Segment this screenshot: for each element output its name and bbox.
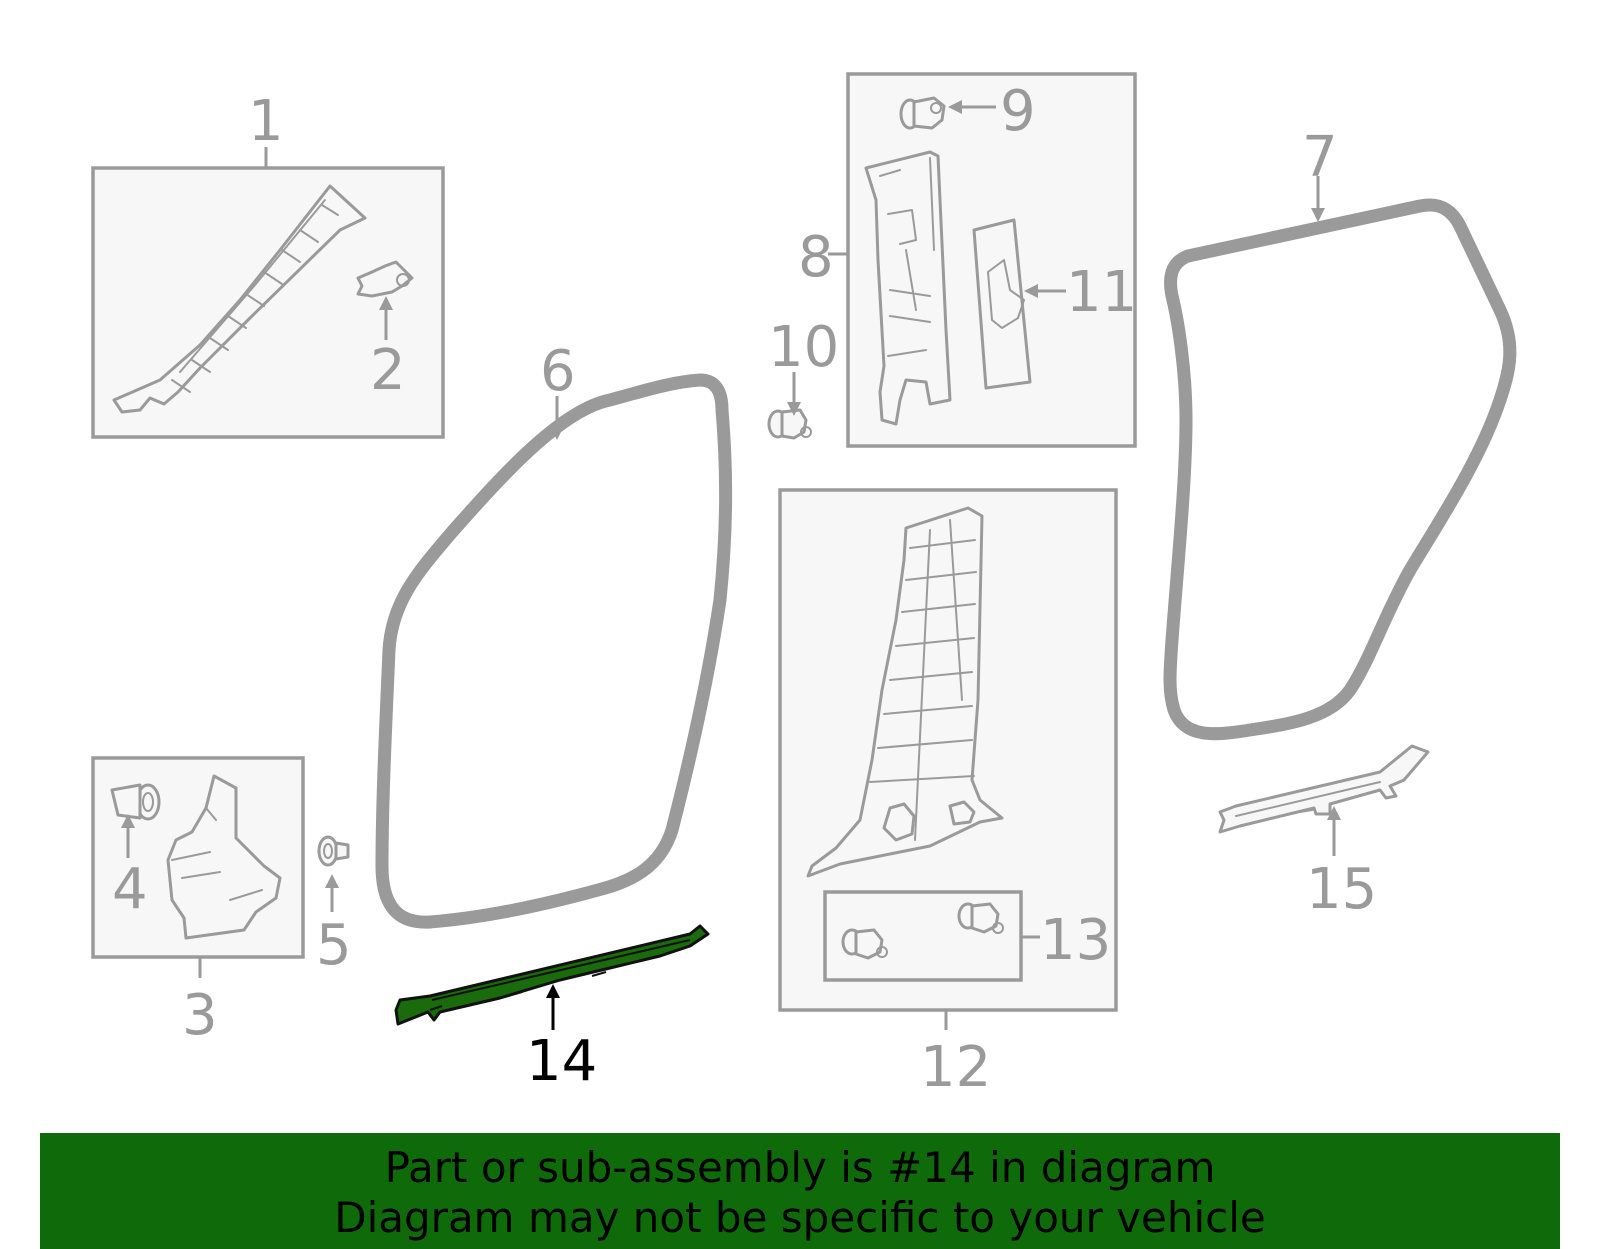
pillar-garnish-1 [112, 184, 367, 414]
banner-line-1: Part or sub-assembly is #14 in diagram [384, 1143, 1216, 1192]
callout-5[interactable]: 5 [316, 913, 352, 978]
callout-7[interactable]: 7 [1302, 125, 1338, 190]
garnish-plate-11 [972, 218, 1032, 390]
callout-1[interactable]: 1 [248, 89, 284, 154]
banner-line-2: Diagram may not be specific to your vehi… [334, 1193, 1266, 1242]
part-group-3[interactable]: 3 4 5 [91, 756, 352, 1048]
part-group-8[interactable]: 8 9 10 11 [767, 72, 1137, 448]
cowl-trim-3 [166, 774, 282, 940]
part-group-14[interactable]: 14 [394, 924, 710, 1094]
weatherstrip-6 [375, 373, 733, 929]
parts-diagram: 1 2 3 4 5 [91, 72, 1517, 1100]
callout-11[interactable]: 11 [1066, 260, 1137, 325]
callout-3[interactable]: 3 [182, 983, 218, 1048]
callout-13[interactable]: 13 [1040, 908, 1111, 973]
scuff-plate-15 [1218, 744, 1430, 834]
clip-10 [767, 408, 812, 440]
weatherstrip-7 [1163, 198, 1517, 741]
clip-13a [841, 928, 888, 960]
clip-5 [317, 835, 350, 867]
callout-10[interactable]: 10 [768, 315, 839, 380]
clip-9 [899, 96, 946, 130]
clip-13b [957, 902, 1004, 934]
callout-6[interactable]: 6 [540, 339, 576, 404]
part-group-7[interactable]: 7 [1163, 125, 1517, 741]
part-group-1[interactable]: 1 2 [91, 89, 445, 439]
lower-garnish-12 [806, 506, 1004, 878]
clip-4 [110, 783, 161, 821]
part-group-15[interactable]: 15 [1218, 744, 1430, 922]
scuff-plate-14 [394, 924, 710, 1026]
callout-15[interactable]: 15 [1306, 857, 1377, 922]
part-group-12[interactable]: 12 13 [778, 488, 1118, 1100]
callout-14[interactable]: 14 [526, 1029, 597, 1094]
callout-8[interactable]: 8 [798, 225, 834, 290]
callout-4[interactable]: 4 [112, 857, 148, 922]
callout-9[interactable]: 9 [1000, 79, 1036, 144]
callout-12[interactable]: 12 [920, 1035, 991, 1100]
info-banner: Part or sub-assembly is #14 in diagram D… [40, 1133, 1560, 1249]
callout-2[interactable]: 2 [370, 338, 406, 403]
part-group-6[interactable]: 6 [375, 339, 733, 929]
